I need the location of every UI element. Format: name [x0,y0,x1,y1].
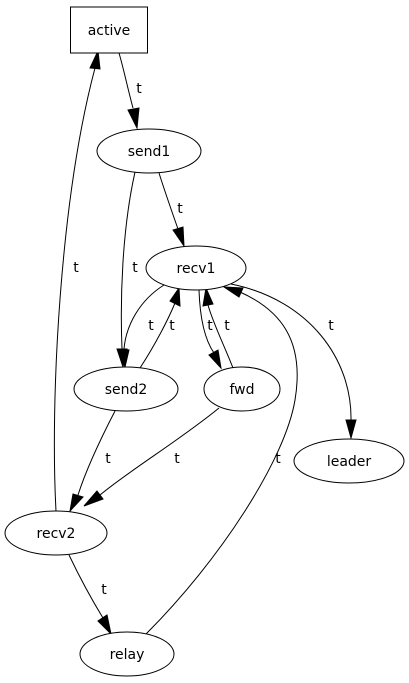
arrow-head-recv1-leader [345,419,357,440]
edge-line-recv1-fwd [198,289,215,354]
arrow-head-relay-recv1 [222,286,244,298]
edge-recv2-relay: t [68,554,112,636]
edge-label-recv1-leader: t [328,318,334,334]
edge-line-recv2-relay [68,554,104,619]
node-send1: send1 [96,128,202,174]
edge-label-send1-send2: t [132,260,138,276]
edge-label-recv2-relay: t [101,582,107,598]
edge-fwd-recv2: t [83,407,220,507]
edge-label-send2-recv2: t [105,451,111,467]
arrow-head-fwd-recv2 [83,490,104,507]
edge-recv1-leader: t [230,283,357,440]
edge-line-send1-recv1 [158,172,179,230]
edge-fwd-recv1: t [202,286,234,369]
edge-active-send1: t [118,52,142,130]
edge-label-recv1-send2: t [148,318,154,334]
edge-line-active-send1 [118,52,134,109]
edge-send2-recv2: t [69,410,116,513]
edge-label-active-send1: t [136,81,142,97]
node-label-send2: send2 [105,382,148,398]
node-label-active: active [88,23,131,39]
node-box-active [70,6,148,54]
node-label-recv2: recv2 [37,526,76,542]
arrow-head-fwd-recv1 [202,286,214,307]
edge-line-fwd-recv2 [99,407,220,496]
node-label-fwd: fwd [229,382,254,398]
node-ellipse-fwd [203,366,281,412]
nodes-layer: active send1 recv1 send2 fwd leader recv2 relay [4,6,405,677]
node-send2: send2 [73,366,179,412]
edge-line-recv1-leader [230,283,352,421]
node-ellipse-leader [293,438,405,484]
node-ellipse-recv1 [145,245,247,291]
arrow-head-send1-recv1 [172,226,185,248]
edge-label-relay-recv1: t [275,451,281,467]
arrow-head-recv2-active [89,49,101,70]
arrow-head-send2-recv1 [169,286,181,307]
edge-line-send2-recv2 [77,410,116,496]
edge-recv1-send2: t [118,284,165,369]
node-ellipse-send2 [73,366,179,412]
edge-recv2-active: t [53,49,101,512]
arrow-head-recv1-fwd [208,349,222,370]
node-recv1: recv1 [145,245,247,291]
edge-label-recv2-active: t [73,260,79,276]
edge-line-fwd-recv1 [207,304,234,369]
node-ellipse-recv2 [4,510,108,556]
arrow-head-active-send1 [127,107,140,130]
node-label-relay: relay [110,647,145,663]
node-active: active [70,6,148,54]
edge-label-send1-recv1: t [177,201,183,217]
edge-line-recv1-send2 [123,284,165,350]
edge-label-send2-recv1: t [169,318,175,334]
edge-label-fwd-recv1: t [224,318,230,334]
node-recv2: recv2 [4,510,108,556]
edge-line-send1-send2 [120,171,136,350]
node-label-send1: send1 [128,144,171,160]
edge-send2-recv1: t [139,286,181,369]
node-label-leader: leader [327,454,372,470]
edge-recv1-fwd: t [198,289,222,370]
edge-line-relay-recv1 [145,291,298,635]
node-label-recv1: recv1 [177,261,216,277]
node-ellipse-send1 [96,128,202,174]
arrow-head-recv1-send2 [118,348,130,369]
arrow-head-send2-recv2 [69,493,84,513]
node-fwd: fwd [203,366,281,412]
edge-send1-recv1: t [158,172,185,248]
edge-send1-send2: t [116,171,138,369]
arrow-head-recv2-relay [97,614,112,636]
node-leader: leader [293,438,405,484]
edge-label-recv1-fwd: t [207,318,213,334]
node-relay: relay [79,631,175,677]
edge-relay-recv1: t [145,286,298,635]
edge-line-send2-recv1 [139,302,176,369]
edge-label-fwd-recv2: t [174,451,180,467]
node-ellipse-relay [79,631,175,677]
edge-line-recv2-active [53,67,96,512]
